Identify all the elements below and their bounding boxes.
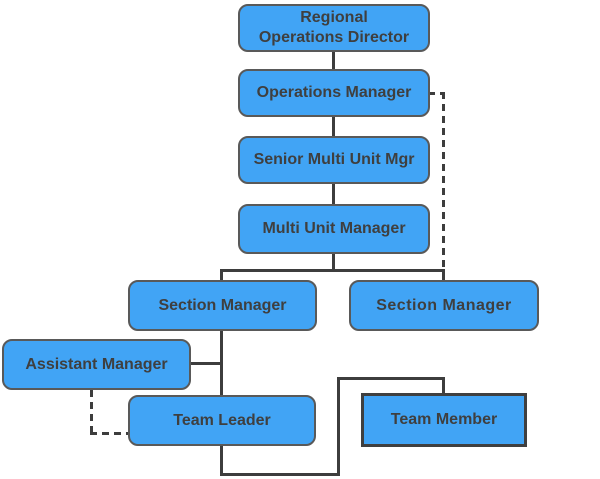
connector-drop-sm-left [220, 269, 223, 280]
node-label: Team Leader [173, 411, 271, 429]
connector-smum-mum [332, 184, 335, 205]
org-node-senior-multi-unit-mgr: Senior Multi Unit Mgr [238, 136, 430, 184]
connector-rod-om [332, 52, 335, 70]
org-node-operations-manager: Operations Manager [238, 69, 430, 117]
connector-teamleader-down [220, 446, 223, 476]
dashed-connector-am-teamleader [90, 432, 128, 435]
node-label: Team Member [390, 411, 498, 428]
node-label: Assistant Manager [25, 355, 168, 373]
connector-bottom-horizontal [220, 473, 340, 476]
org-node-assistant-manager: Assistant Manager [2, 339, 191, 390]
connector-mum-drop [332, 254, 335, 272]
connector-drop-teammember [442, 377, 445, 393]
connector-om-smum [332, 117, 335, 137]
dashed-connector-am-down [90, 390, 93, 434]
node-label: Senior Multi Unit Mgr [253, 151, 415, 168]
node-label: Section Manager [376, 296, 512, 314]
org-node-section-manager-right: Section Manager [349, 280, 539, 331]
node-label-line2: Operations Director [258, 29, 410, 46]
node-label: Multi Unit Manager [262, 220, 406, 237]
org-node-section-manager-left: Section Manager [128, 280, 317, 331]
org-node-regional-operations-director: Regional Operations Director [238, 4, 430, 52]
dashed-connector-om-out [428, 92, 445, 95]
connector-assistant-junction [191, 362, 222, 365]
connector-top-horizontal [337, 377, 445, 380]
node-label-line1: Regional [300, 9, 368, 26]
org-node-team-leader: Team Leader [128, 395, 316, 446]
connector-drop-sm-right [442, 269, 445, 280]
org-node-multi-unit-manager: Multi Unit Manager [238, 204, 430, 254]
connector-up-riser [337, 377, 340, 476]
org-node-team-member: Team Member [361, 393, 527, 447]
node-label: Operations Manager [256, 84, 412, 101]
node-label: Section Manager [158, 296, 287, 314]
connector-branch-horizontal [220, 269, 445, 272]
dashed-connector-om-smright [442, 92, 445, 269]
